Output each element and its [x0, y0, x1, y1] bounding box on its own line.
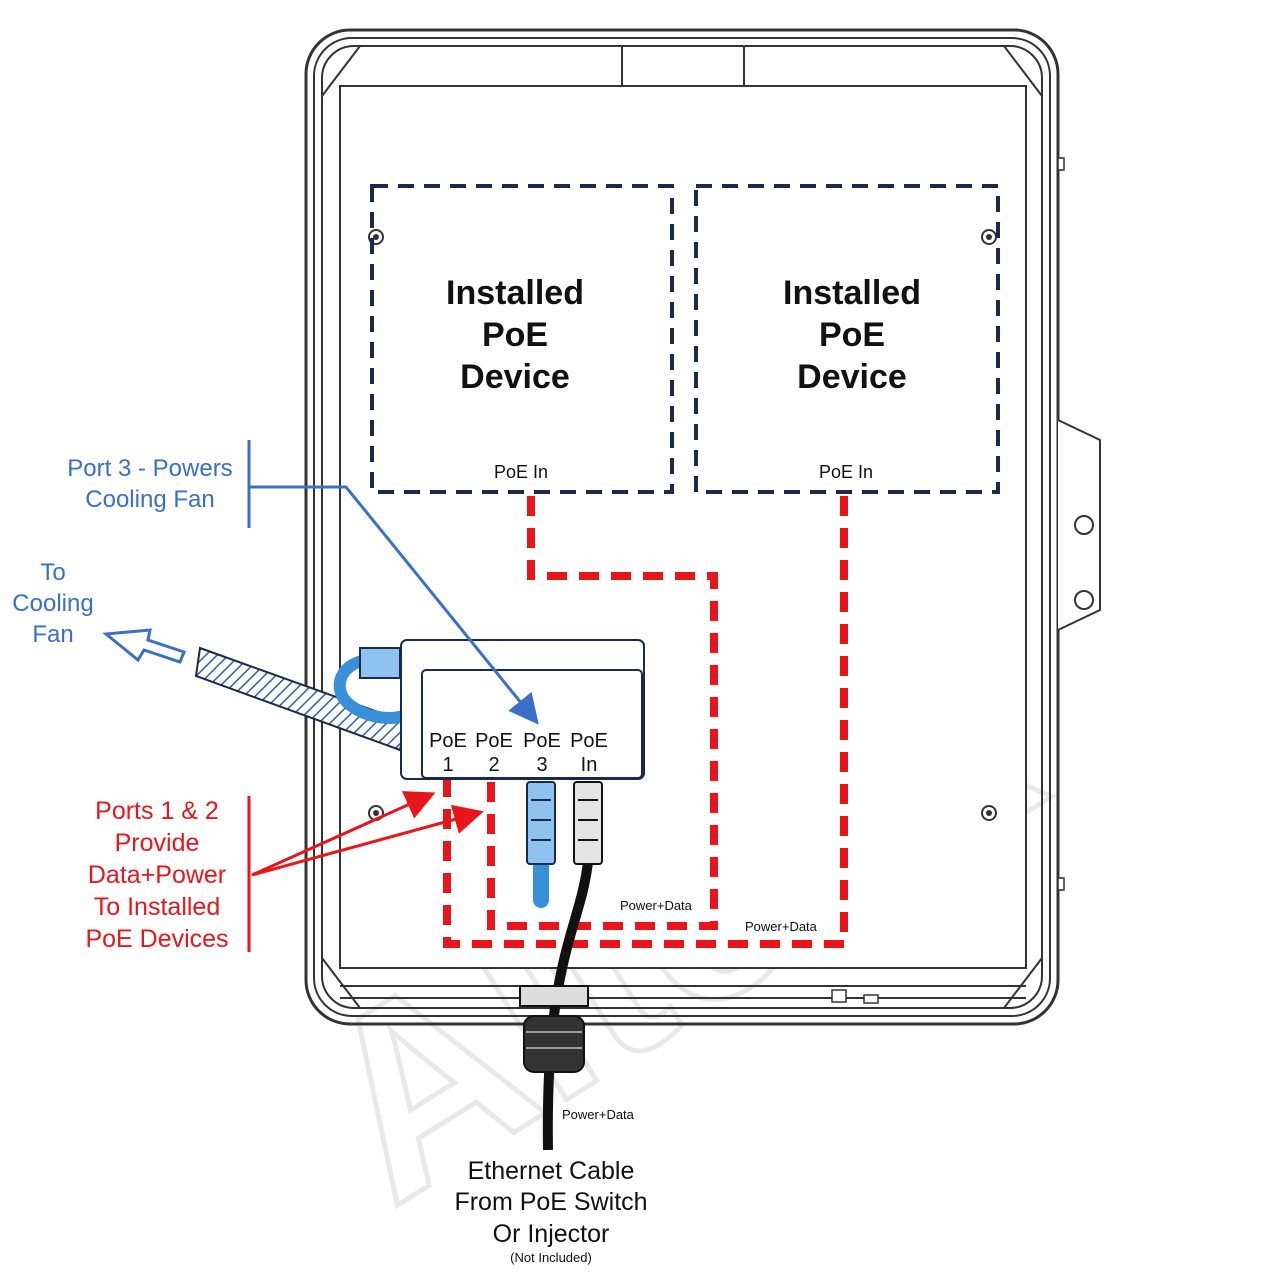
port-label: PoE	[475, 730, 513, 752]
ports12-note-line: Data+Power	[88, 861, 226, 889]
ethernet-caption: Ethernet Cable From PoE Switch Or Inject…	[454, 1157, 647, 1265]
to-fan-annotation: To Cooling Fan	[12, 559, 93, 648]
caption-line: Ethernet Cable	[468, 1157, 635, 1185]
poe-in-label: PoE In	[819, 462, 873, 482]
caption-note: (Not Included)	[510, 1250, 592, 1265]
wire-label-outer: Power+Data	[745, 919, 818, 934]
port-label: PoE	[570, 730, 608, 752]
poe-splitter-box: PoE 1 PoE 2 PoE 3 PoE In	[400, 639, 645, 780]
mounting-screw	[368, 229, 997, 821]
device-title-line: PoE	[819, 316, 885, 354]
caption-line: From PoE Switch	[454, 1188, 647, 1216]
arrow-to-fan-icon	[102, 628, 186, 664]
port-label: 3	[536, 754, 547, 776]
enclosure	[304, 28, 1101, 1026]
power-data-wire	[443, 496, 848, 948]
ethernet-cable	[542, 781, 603, 1151]
ports12-note-line: Ports 1 & 2	[95, 797, 219, 825]
port3-connector	[526, 781, 556, 908]
installed-poe-device-right: Installed PoE Device PoE In	[694, 184, 1000, 494]
to-fan-line: Fan	[32, 621, 73, 648]
wire-label-external: Power+Data	[562, 1107, 635, 1122]
device-title-line: Installed	[783, 274, 921, 312]
device-title-line: Installed	[446, 274, 584, 312]
port-label: In	[581, 754, 598, 776]
ports12-note-line: Provide	[115, 829, 200, 857]
port3-note-line: Cooling Fan	[85, 486, 214, 513]
rj45-connector-icon	[359, 647, 401, 679]
cable-gland	[519, 985, 589, 1073]
caption-line: Or Injector	[493, 1220, 610, 1248]
fan-cable-loop	[333, 654, 411, 724]
device-title-line: Device	[797, 358, 907, 396]
ports12-annotation: Ports 1 & 2 Provide Data+Power To Instal…	[85, 791, 484, 953]
installed-poe-device-left: Installed PoE Device PoE In	[370, 184, 674, 494]
port3-annotation: Port 3 - Powers Cooling Fan	[67, 440, 539, 725]
port-label: 2	[488, 754, 499, 776]
ports12-note-line: PoE Devices	[85, 925, 228, 953]
wire-label-inner: Power+Data	[620, 898, 693, 913]
device-title-line: Device	[460, 358, 570, 396]
device-title-line: PoE	[482, 316, 548, 354]
poe-in-label: PoE In	[494, 462, 548, 482]
port-label: 1	[442, 754, 453, 776]
port-label: PoE	[523, 730, 561, 752]
to-fan-line: Cooling	[12, 590, 93, 617]
ports12-note-line: To Installed	[94, 893, 220, 921]
port3-note-line: Port 3 - Powers	[67, 455, 232, 482]
port-label: PoE	[429, 730, 467, 752]
to-fan-line: To	[40, 559, 65, 586]
